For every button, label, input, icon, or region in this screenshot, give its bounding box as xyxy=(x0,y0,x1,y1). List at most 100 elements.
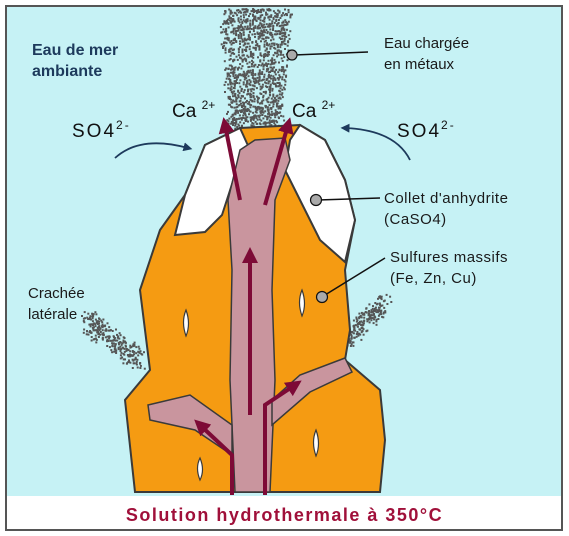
stipple-dot xyxy=(281,105,283,107)
vein-2 xyxy=(300,290,305,316)
stipple-dot xyxy=(264,26,266,28)
stipple-dot xyxy=(281,66,283,68)
stipple-dot xyxy=(247,103,249,105)
stipple-dot xyxy=(279,46,281,48)
stipple-dot xyxy=(224,69,226,71)
stipple-dot xyxy=(224,60,226,62)
stipple-dot xyxy=(102,319,104,321)
stipple-dot xyxy=(244,38,246,40)
stipple-dot xyxy=(272,68,274,70)
stipple-dot xyxy=(248,109,250,111)
stipple-dot xyxy=(231,68,233,70)
stipple-dot xyxy=(356,336,358,338)
stipple-dot xyxy=(237,59,239,61)
stipple-dot xyxy=(240,34,242,36)
stipple-dot xyxy=(268,88,270,90)
stipple-dot xyxy=(240,90,242,92)
stipple-dot xyxy=(277,13,279,15)
stipple-dot xyxy=(106,340,108,342)
stipple-dot xyxy=(232,92,234,94)
stipple-dot xyxy=(350,345,352,347)
stipple-dot xyxy=(246,82,248,84)
stipple-dot xyxy=(286,22,288,24)
stipple-dot xyxy=(256,109,258,111)
stipple-dot xyxy=(254,78,256,80)
stipple-dot xyxy=(280,98,282,100)
stipple-dot xyxy=(234,28,236,30)
stipple-dot xyxy=(259,73,261,75)
stipple-dot xyxy=(98,326,100,328)
stipple-dot xyxy=(273,54,275,56)
stipple-dot xyxy=(266,118,268,120)
stipple-dot xyxy=(236,118,238,120)
stipple-dot xyxy=(246,86,248,88)
stipple-dot xyxy=(259,27,261,29)
stipple-dot xyxy=(256,43,258,45)
stipple-dot xyxy=(100,327,102,329)
stipple-dot xyxy=(96,339,98,341)
massive-sulfides-label: Sulfures massifs (Fe, Zn, Cu) xyxy=(390,247,508,289)
stipple-dot xyxy=(136,359,138,361)
stipple-dot xyxy=(238,37,240,39)
stipple-dot xyxy=(128,349,130,351)
stipple-dot xyxy=(234,125,236,127)
stipple-dot xyxy=(377,303,379,305)
stipple-dot xyxy=(284,32,286,34)
stipple-dot xyxy=(83,329,85,331)
stipple-dot xyxy=(271,59,273,61)
stipple-dot xyxy=(232,15,234,17)
stipple-dot xyxy=(92,320,94,322)
stipple-dot xyxy=(249,48,251,50)
stipple-dot xyxy=(276,106,278,108)
stipple-dot xyxy=(270,66,272,68)
stipple-dot xyxy=(246,80,248,82)
stipple-dot xyxy=(226,119,228,121)
stipple-dot xyxy=(250,120,252,122)
stipple-dot xyxy=(235,30,237,32)
stipple-dot xyxy=(277,10,279,12)
stipple-dot xyxy=(261,38,263,40)
stipple-dot xyxy=(361,331,363,333)
stipple-dot xyxy=(275,109,277,111)
stipple-dot xyxy=(379,307,381,309)
stipple-dot xyxy=(286,13,288,15)
stipple-dot xyxy=(277,46,279,48)
stipple-dot xyxy=(232,49,234,51)
stipple-dot xyxy=(229,48,231,50)
stipple-dot xyxy=(244,119,246,121)
stipple-dot xyxy=(244,97,246,99)
stipple-dot xyxy=(363,314,365,316)
stipple-dot xyxy=(357,326,359,328)
stipple-dot xyxy=(241,88,243,90)
stipple-dot xyxy=(279,33,281,35)
stipple-dot xyxy=(281,92,283,94)
stipple-dot xyxy=(244,26,246,28)
stipple-dot xyxy=(285,36,287,38)
stipple-dot xyxy=(273,17,275,19)
stipple-dot xyxy=(279,25,281,27)
stipple-dot xyxy=(356,321,358,323)
stipple-dot xyxy=(257,97,259,99)
stipple-dot xyxy=(266,42,268,44)
stipple-dot xyxy=(221,43,223,45)
stipple-dot xyxy=(245,22,247,24)
stipple-dot xyxy=(271,63,273,65)
stipple-dot xyxy=(110,329,112,331)
stipple-dot xyxy=(87,318,89,320)
stipple-dot xyxy=(274,48,276,50)
stipple-dot xyxy=(226,34,228,36)
stipple-dot xyxy=(372,317,374,319)
stipple-dot xyxy=(88,334,90,336)
stipple-dot xyxy=(263,68,265,70)
pointer-charged-dot xyxy=(287,50,297,60)
stipple-dot xyxy=(278,74,280,76)
stipple-dot xyxy=(224,91,226,93)
stipple-dot xyxy=(86,330,88,332)
stipple-dot xyxy=(243,117,245,119)
stipple-dot xyxy=(224,84,226,86)
stipple-dot xyxy=(240,97,242,99)
stipple-dot xyxy=(253,92,255,94)
stipple-dot xyxy=(251,122,253,124)
stipple-dot xyxy=(226,113,228,115)
stipple-dot xyxy=(223,42,225,44)
